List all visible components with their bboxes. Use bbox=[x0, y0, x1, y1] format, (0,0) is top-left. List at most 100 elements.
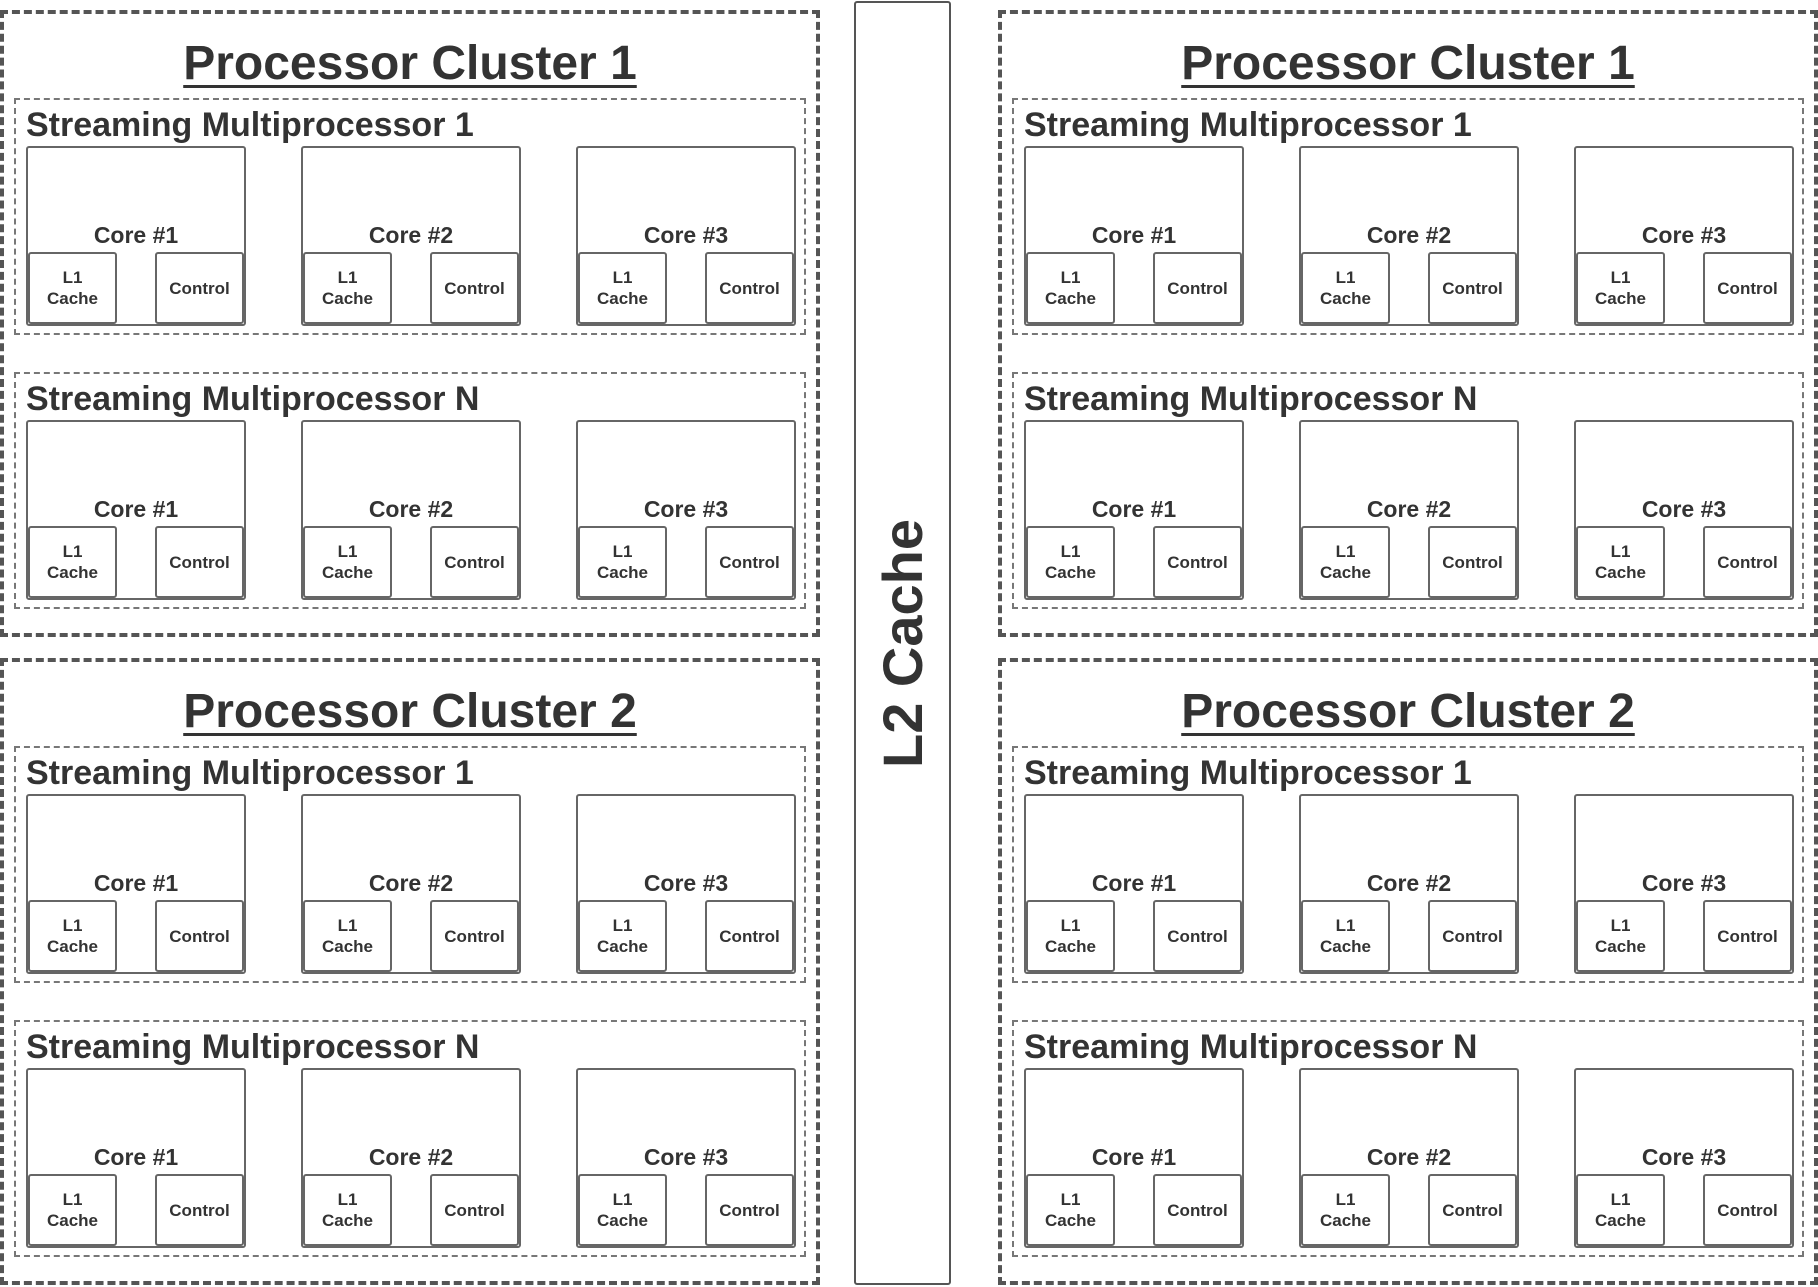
l1-cache-box: L1 Cache bbox=[578, 1174, 667, 1246]
control-box: Control bbox=[155, 900, 244, 972]
l1-cache-box: L1 Cache bbox=[1576, 252, 1665, 324]
core-label: Core #1 bbox=[93, 496, 179, 522]
control-box: Control bbox=[1153, 526, 1242, 598]
control-box: Control bbox=[1153, 900, 1242, 972]
l1-cache-box: L1 Cache bbox=[1301, 900, 1390, 972]
streaming-multiprocessor-n: Streaming Multiprocessor N Core #1 L1 Ca… bbox=[14, 372, 806, 609]
core-2: Core #2 L1 Cache Control bbox=[1299, 420, 1519, 600]
core-label: Core #3 bbox=[1641, 222, 1727, 248]
l1-cache-box: L1 Cache bbox=[303, 900, 392, 972]
core-label: Core #2 bbox=[368, 222, 454, 248]
control-box: Control bbox=[1703, 252, 1792, 324]
streaming-multiprocessor-n: Streaming Multiprocessor N Core #1 L1 Ca… bbox=[1012, 372, 1804, 609]
core-1: Core #1 L1 Cache Control bbox=[26, 420, 246, 600]
l2-cache-block: L2 Cache bbox=[854, 1, 951, 1285]
core-1: Core #1 L1 Cache Control bbox=[26, 794, 246, 974]
control-box: Control bbox=[705, 252, 794, 324]
control-box: Control bbox=[155, 1174, 244, 1246]
core-label: Core #2 bbox=[368, 1144, 454, 1170]
core-label: Core #3 bbox=[1641, 870, 1727, 896]
core-label: Core #1 bbox=[1091, 870, 1177, 896]
core-2: Core #2 L1 Cache Control bbox=[301, 146, 521, 326]
l1-cache-box: L1 Cache bbox=[1301, 252, 1390, 324]
l2-cache-label: L2 Cache bbox=[871, 518, 934, 768]
l1-cache-box: L1 Cache bbox=[578, 526, 667, 598]
core-3: Core #3 L1 Cache Control bbox=[1574, 1068, 1794, 1248]
core-1: Core #1 L1 Cache Control bbox=[1024, 794, 1244, 974]
core-label: Core #3 bbox=[643, 222, 729, 248]
control-box: Control bbox=[1703, 526, 1792, 598]
sm-title: Streaming Multiprocessor N bbox=[1024, 1028, 1478, 1066]
l1-cache-box: L1 Cache bbox=[1576, 900, 1665, 972]
control-box: Control bbox=[1428, 1174, 1517, 1246]
streaming-multiprocessor-1: Streaming Multiprocessor 1 Core #1 L1 Ca… bbox=[14, 746, 806, 983]
core-label: Core #2 bbox=[368, 870, 454, 896]
control-box: Control bbox=[705, 526, 794, 598]
core-3: Core #3 L1 Cache Control bbox=[576, 146, 796, 326]
core-label: Core #1 bbox=[93, 870, 179, 896]
core-label: Core #1 bbox=[93, 1144, 179, 1170]
l1-cache-box: L1 Cache bbox=[303, 1174, 392, 1246]
control-box: Control bbox=[430, 1174, 519, 1246]
sm-title: Streaming Multiprocessor 1 bbox=[26, 106, 474, 144]
streaming-multiprocessor-1: Streaming Multiprocessor 1 Core #1 L1 Ca… bbox=[14, 98, 806, 335]
control-box: Control bbox=[430, 252, 519, 324]
control-box: Control bbox=[155, 252, 244, 324]
cluster-title: Processor Cluster 1 bbox=[183, 37, 637, 90]
core-label: Core #2 bbox=[1366, 870, 1452, 896]
processor-cluster-bottom-right: Processor Cluster 2 Streaming Multiproce… bbox=[998, 658, 1818, 1285]
cluster-title: Processor Cluster 1 bbox=[1181, 37, 1635, 90]
cluster-title: Processor Cluster 2 bbox=[183, 685, 637, 738]
core-label: Core #3 bbox=[1641, 1144, 1727, 1170]
control-box: Control bbox=[1153, 252, 1242, 324]
sm-title: Streaming Multiprocessor N bbox=[1024, 380, 1478, 418]
core-3: Core #3 L1 Cache Control bbox=[576, 794, 796, 974]
core-2: Core #2 L1 Cache Control bbox=[1299, 794, 1519, 974]
core-2: Core #2 L1 Cache Control bbox=[1299, 146, 1519, 326]
sm-title: Streaming Multiprocessor 1 bbox=[26, 754, 474, 792]
streaming-multiprocessor-1: Streaming Multiprocessor 1 Core #1 L1 Ca… bbox=[1012, 746, 1804, 983]
sm-title: Streaming Multiprocessor 1 bbox=[1024, 754, 1472, 792]
core-label: Core #1 bbox=[93, 222, 179, 248]
sm-title: Streaming Multiprocessor N bbox=[26, 380, 480, 418]
control-box: Control bbox=[1428, 252, 1517, 324]
control-box: Control bbox=[430, 526, 519, 598]
l1-cache-box: L1 Cache bbox=[1026, 252, 1115, 324]
core-label: Core #2 bbox=[1366, 496, 1452, 522]
control-box: Control bbox=[1703, 1174, 1792, 1246]
streaming-multiprocessor-n: Streaming Multiprocessor N Core #1 L1 Ca… bbox=[14, 1020, 806, 1257]
core-3: Core #3 L1 Cache Control bbox=[1574, 794, 1794, 974]
core-label: Core #1 bbox=[1091, 1144, 1177, 1170]
cluster-title: Processor Cluster 2 bbox=[1181, 685, 1635, 738]
core-label: Core #3 bbox=[643, 496, 729, 522]
core-label: Core #2 bbox=[1366, 1144, 1452, 1170]
core-label: Core #3 bbox=[1641, 496, 1727, 522]
processor-cluster-bottom-left: Processor Cluster 2 Streaming Multiproce… bbox=[0, 658, 820, 1285]
core-1: Core #1 L1 Cache Control bbox=[26, 1068, 246, 1248]
core-3: Core #3 L1 Cache Control bbox=[576, 420, 796, 600]
control-box: Control bbox=[705, 1174, 794, 1246]
l1-cache-box: L1 Cache bbox=[578, 252, 667, 324]
control-box: Control bbox=[705, 900, 794, 972]
core-1: Core #1 L1 Cache Control bbox=[1024, 1068, 1244, 1248]
streaming-multiprocessor-1: Streaming Multiprocessor 1 Core #1 L1 Ca… bbox=[1012, 98, 1804, 335]
sm-title: Streaming Multiprocessor 1 bbox=[1024, 106, 1472, 144]
l1-cache-box: L1 Cache bbox=[303, 252, 392, 324]
control-box: Control bbox=[1153, 1174, 1242, 1246]
core-label: Core #1 bbox=[1091, 496, 1177, 522]
core-2: Core #2 L1 Cache Control bbox=[1299, 1068, 1519, 1248]
processor-cluster-top-right: Processor Cluster 1 Streaming Multiproce… bbox=[998, 10, 1818, 637]
l1-cache-box: L1 Cache bbox=[1026, 526, 1115, 598]
processor-cluster-top-left: Processor Cluster 1 Streaming Multiproce… bbox=[0, 10, 820, 637]
l1-cache-box: L1 Cache bbox=[1301, 526, 1390, 598]
streaming-multiprocessor-n: Streaming Multiprocessor N Core #1 L1 Ca… bbox=[1012, 1020, 1804, 1257]
core-1: Core #1 L1 Cache Control bbox=[26, 146, 246, 326]
core-2: Core #2 L1 Cache Control bbox=[301, 794, 521, 974]
control-box: Control bbox=[1428, 900, 1517, 972]
l1-cache-box: L1 Cache bbox=[28, 526, 117, 598]
core-2: Core #2 L1 Cache Control bbox=[301, 1068, 521, 1248]
l1-cache-box: L1 Cache bbox=[1576, 1174, 1665, 1246]
core-3: Core #3 L1 Cache Control bbox=[576, 1068, 796, 1248]
core-label: Core #3 bbox=[643, 1144, 729, 1170]
core-2: Core #2 L1 Cache Control bbox=[301, 420, 521, 600]
